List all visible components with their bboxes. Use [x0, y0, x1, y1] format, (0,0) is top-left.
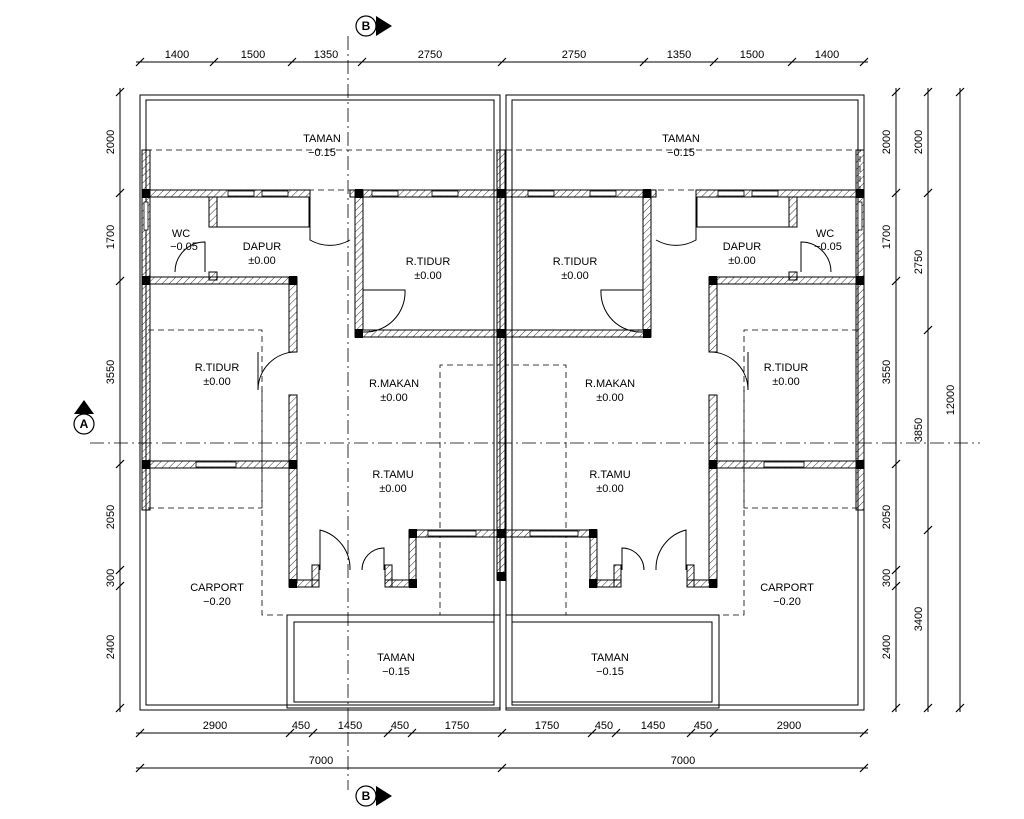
dimension-labels: 1400 1500 1350 2750 2750 1350 1500 1400 … — [105, 49, 957, 767]
room-name-tidur1-left: R.TIDUR — [406, 256, 451, 268]
room-name-tamu-left: R.TAMU — [372, 469, 413, 481]
dim-right1-4: 2050 — [881, 505, 893, 529]
dim-left-4: 2050 — [105, 505, 117, 529]
room-name-tidur1-right: R.TIDUR — [553, 256, 598, 268]
dim-right1-5: 300 — [881, 569, 893, 587]
dim-top-5: 2750 — [562, 49, 586, 61]
room-name-wc-left: WC — [172, 228, 190, 240]
dim-bottom2-2: 7000 — [671, 755, 695, 767]
dimension-lines — [115, 57, 965, 773]
dim-bottom1-10: 2900 — [777, 720, 801, 732]
dim-left-2: 1700 — [105, 225, 117, 249]
dim-bottom1-6: 1750 — [535, 720, 559, 732]
room-level-tamu-left: ±0.00 — [379, 483, 406, 495]
dim-top-2: 1500 — [241, 49, 265, 61]
room-name-makan-left: R.MAKAN — [369, 378, 419, 390]
dim-top-7: 1500 — [740, 49, 764, 61]
room-level-carport-left: −0.20 — [203, 596, 231, 608]
dim-left-6: 2400 — [105, 635, 117, 659]
room-level-tamu-right: ±0.00 — [596, 483, 623, 495]
room-name-taman-front-right: TAMAN — [591, 652, 629, 664]
room-level-dapur-right: ±0.00 — [728, 255, 755, 267]
dim-top-6: 1350 — [667, 49, 691, 61]
dim-bottom1-9: 450 — [694, 720, 712, 732]
dim-top-8: 1400 — [815, 49, 839, 61]
room-name-taman-back-right: TAMAN — [662, 133, 700, 145]
walls-right-unit — [505, 149, 865, 588]
dim-left-5: 300 — [105, 569, 117, 587]
section-mark-left: A — [73, 400, 95, 435]
section-mark-bottom-label: B — [362, 789, 371, 803]
dim-right2-4: 3400 — [913, 607, 925, 631]
dim-left-1: 2000 — [105, 130, 117, 154]
dim-bottom1-7: 450 — [595, 720, 613, 732]
section-mark-top: B — [355, 15, 392, 37]
dim-right1-1: 2000 — [881, 130, 893, 154]
dim-bottom1-1: 2900 — [203, 720, 227, 732]
dim-right2-2: 2750 — [913, 250, 925, 274]
section-axes — [90, 36, 980, 790]
room-name-taman-front-left: TAMAN — [377, 652, 415, 664]
section-mark-top-label: B — [362, 19, 371, 33]
dim-right3-total: 12000 — [945, 385, 957, 416]
dim-top-4: 2750 — [418, 49, 442, 61]
dim-right1-2: 1700 — [881, 225, 893, 249]
room-level-taman-front-right: −0.15 — [596, 666, 624, 678]
section-mark-bottom: B — [355, 785, 392, 807]
dim-right2-1: 2000 — [913, 130, 925, 154]
room-name-carport-left: CARPORT — [190, 582, 244, 594]
room-level-wc-left: −0.05 — [170, 241, 198, 253]
room-name-dapur-left: DAPUR — [243, 241, 282, 253]
dim-bottom2-1: 7000 — [309, 755, 333, 767]
room-name-taman-back-left: TAMAN — [303, 133, 341, 145]
room-labels: TAMAN −0.15 TAMAN −0.15 WC −0.05 DAPUR ±… — [170, 133, 842, 678]
doors — [174, 197, 832, 571]
room-level-carport-right: −0.20 — [773, 596, 801, 608]
room-name-tidur2-right: R.TIDUR — [764, 362, 809, 374]
room-name-tamu-right: R.TAMU — [589, 469, 630, 481]
room-level-tidur1-left: ±0.00 — [414, 270, 441, 282]
room-name-wc-right: WC — [816, 228, 834, 240]
room-level-makan-right: ±0.00 — [596, 392, 623, 404]
room-level-taman-back-right: −0.15 — [667, 147, 695, 159]
room-name-dapur-right: DAPUR — [723, 241, 762, 253]
room-level-tidur2-left: ±0.00 — [203, 376, 230, 388]
dim-left-3: 3550 — [105, 360, 117, 384]
room-level-dapur-left: ±0.00 — [248, 255, 275, 267]
structural-columns — [142, 189, 864, 588]
room-name-makan-right: R.MAKAN — [585, 378, 635, 390]
section-mark-left-label: A — [80, 417, 89, 431]
windows — [143, 190, 863, 537]
dim-right2-3: 3850 — [913, 418, 925, 442]
room-name-tidur2-left: R.TIDUR — [195, 362, 240, 374]
room-level-taman-front-left: −0.15 — [382, 666, 410, 678]
room-level-makan-left: ±0.00 — [380, 392, 407, 404]
room-level-tidur1-right: ±0.00 — [561, 270, 588, 282]
dim-top-3: 1350 — [314, 49, 338, 61]
room-name-carport-right: CARPORT — [760, 582, 814, 594]
dim-bottom1-3: 1450 — [338, 720, 362, 732]
dim-right1-6: 2400 — [881, 635, 893, 659]
dim-bottom1-2: 450 — [292, 720, 310, 732]
dim-top-1: 1400 — [165, 49, 189, 61]
dim-right1-3: 3550 — [881, 360, 893, 384]
dim-bottom1-8: 1450 — [641, 720, 665, 732]
room-level-tidur2-right: ±0.00 — [772, 376, 799, 388]
room-level-wc-right: −0.05 — [814, 241, 842, 253]
room-level-taman-back-left: −0.15 — [308, 147, 336, 159]
dim-bottom1-5: 1750 — [445, 720, 469, 732]
front-garden-planter-left — [286, 614, 501, 709]
front-garden-planter-right — [505, 614, 720, 709]
dim-bottom1-4: 450 — [391, 720, 409, 732]
